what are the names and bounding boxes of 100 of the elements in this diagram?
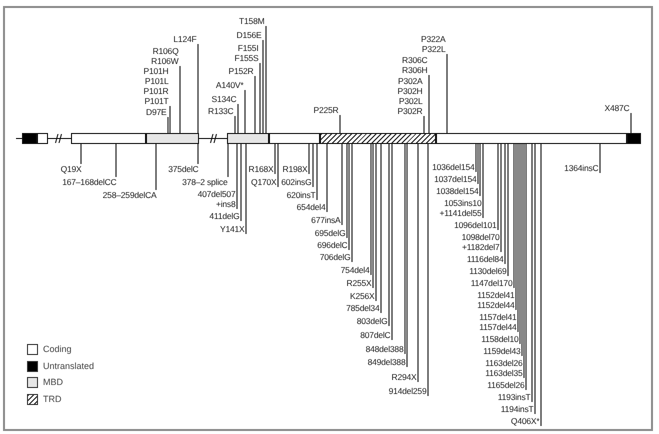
- mbd-segment: [227, 133, 269, 144]
- mutation-label: 1163del26: [485, 358, 522, 368]
- mutation-label: R306C: [402, 55, 428, 65]
- mutation-label: 1193insT: [498, 392, 532, 402]
- mutation-label: 1364insC: [564, 163, 600, 173]
- mutation-label: T158M: [239, 16, 266, 26]
- leader-line: [274, 144, 276, 174]
- leader-line: [534, 144, 536, 414]
- leader-line: [428, 74, 430, 134]
- mutation-label: Q170X: [251, 177, 278, 187]
- mutation-label: 754del4: [340, 265, 371, 275]
- legend-label: Untranslated: [43, 361, 94, 372]
- mutation-label: R198X: [282, 164, 309, 174]
- mutation-label: P322L: [422, 44, 446, 54]
- mutation-label: 807delC: [360, 330, 392, 340]
- mutation-label: R106Q: [152, 46, 178, 56]
- mutation-label: P302H: [398, 86, 422, 96]
- mutation-label: R133C: [208, 106, 235, 116]
- leader-line: [244, 90, 246, 134]
- mutation-label: P302A: [398, 76, 422, 86]
- mutation-label: Q406X*: [510, 416, 541, 426]
- mutation-label: 849del388: [368, 357, 407, 367]
- mutation-label: D97E: [146, 107, 168, 117]
- mutation-label: 620insT: [286, 190, 317, 200]
- gene-line: [16, 138, 22, 139]
- leader-line: [370, 144, 372, 276]
- leader-line: [308, 144, 310, 174]
- mutation-label: R106W: [151, 56, 178, 66]
- mutation-label: 677insA: [311, 215, 342, 225]
- leader-line: [326, 144, 328, 212]
- mutation-label: P302R: [398, 106, 422, 116]
- mutation-label: 1038del154: [436, 186, 480, 196]
- mutation-label: F155S: [234, 53, 258, 63]
- mutation-label: R255X: [346, 278, 373, 288]
- leader-line: [262, 40, 264, 134]
- leader-line: [254, 76, 256, 134]
- mutation-label: 1053ins10 +1141del55: [435, 198, 483, 218]
- mutation-label: P101T: [144, 96, 168, 106]
- mutation-label: 1098del70 +1182del7: [455, 232, 501, 252]
- coding-segment: [436, 133, 627, 144]
- mutation-label: R294X: [392, 372, 418, 382]
- mutation-label: 411delG: [209, 211, 241, 221]
- mutation-label: P101R: [144, 86, 168, 96]
- trd-segment: [320, 133, 436, 144]
- leader-line: [406, 144, 408, 368]
- mutation-label: 1036del154: [432, 162, 476, 172]
- leader-line: [446, 54, 448, 134]
- leader-line: [404, 144, 406, 354]
- leader-line: [316, 144, 318, 200]
- mutation-label: 654del4: [296, 202, 327, 212]
- mutation-label: Y141X: [220, 224, 246, 234]
- leader-line: [388, 144, 390, 326]
- mutation-label: 1152del44: [477, 300, 514, 310]
- mutation-label: 695delG: [314, 228, 347, 238]
- mutation-label: A140V*: [216, 80, 245, 90]
- mutation-label: 1157del44: [479, 322, 516, 332]
- legend-label: MBD: [43, 377, 63, 388]
- mutation-label: 914del259: [388, 386, 428, 396]
- mutation-label: 1159del43: [483, 346, 522, 356]
- mutation-label: P101L: [144, 76, 168, 86]
- leader-line: [346, 144, 348, 238]
- mutation-label: S134C: [212, 94, 238, 104]
- mbd-segment: [146, 133, 199, 144]
- untranslated-segment: [22, 133, 37, 144]
- leader-line: [372, 144, 374, 288]
- leader-line: [380, 144, 382, 314]
- mutation-label: Q19X: [60, 164, 83, 174]
- leader-line: [630, 112, 632, 134]
- mutation-label: 602insG: [281, 177, 313, 187]
- untranslated-segment: [627, 133, 641, 144]
- mutation-label: 1096del101: [454, 220, 498, 230]
- leader-line: [80, 144, 82, 164]
- leader-line: [504, 144, 506, 264]
- mutation-label: 1163del35: [485, 368, 522, 378]
- mutation-label: 1037del154: [434, 174, 478, 184]
- legend-label: Coding: [43, 344, 72, 355]
- mutation-label: 167–168delCC: [62, 177, 118, 187]
- leader-line: [540, 144, 542, 426]
- coding-segment: [269, 133, 320, 144]
- legend-label: TRD: [43, 394, 62, 405]
- mutation-label: R168X: [248, 164, 275, 174]
- gene-line: [198, 138, 228, 139]
- mutation-label: D156E: [236, 30, 263, 40]
- leader-line: [236, 144, 238, 210]
- mutation-label: P152R: [228, 66, 255, 76]
- mutation-label: 848del388: [366, 344, 405, 354]
- mutation-label: 1130del69: [469, 266, 508, 276]
- mutation-label: 803delG: [356, 316, 389, 326]
- mutation-label: 696delC: [317, 240, 349, 250]
- mutation-label: L124F: [173, 34, 198, 44]
- mutation-label: P101H: [144, 66, 168, 76]
- mutation-label: 1157del41: [479, 312, 516, 322]
- leader-line: [482, 144, 484, 218]
- gene-line: [48, 138, 72, 139]
- mutation-label: 1116del84: [466, 254, 505, 264]
- mutation-label: R306H: [402, 65, 428, 75]
- leader-line: [240, 144, 242, 222]
- leader-line: [234, 116, 236, 134]
- mutation-label: P302L: [398, 96, 422, 106]
- mutation-label: 1147del170: [470, 278, 514, 288]
